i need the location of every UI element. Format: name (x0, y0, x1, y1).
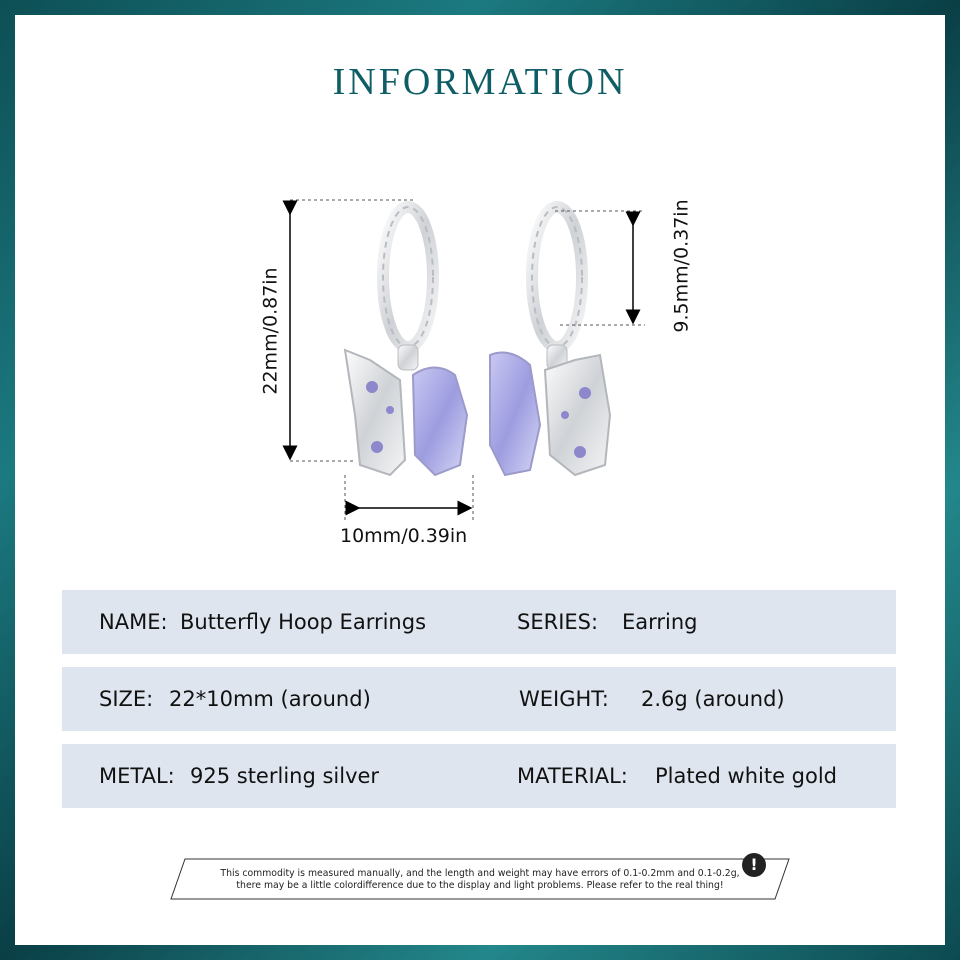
spec-row-metal: METAL: 925 sterling silver MATERIAL: Pla… (62, 744, 896, 808)
disclaimer-frame (170, 858, 790, 900)
height-dimension-label: 22mm/0.87in (259, 267, 282, 395)
width-dimension-label: 10mm/0.39in (340, 525, 468, 547)
hoop-dimension-label: 9.5mm/0.37in (670, 199, 693, 333)
width-dimension (344, 475, 474, 520)
weight-value: 2.6g (around) (641, 687, 785, 711)
page-title: INFORMATION (332, 61, 628, 103)
hoop-dimension (555, 210, 645, 326)
material-label: MATERIAL: (517, 764, 628, 788)
metal-label: METAL: (99, 764, 175, 788)
name-label: NAME: (99, 610, 168, 634)
right-earring (489, 201, 612, 477)
disclaimer-line-1: This commodity is measured manually, and… (220, 868, 740, 879)
size-value: 22*10mm (around) (169, 687, 371, 711)
series-value: Earring (622, 610, 698, 634)
disclaimer-text: This commodity is measured manually, and… (190, 868, 770, 892)
spec-row-name: NAME: Butterfly Hoop Earrings SERIES: Ea… (62, 590, 896, 654)
metal-value: 925 sterling silver (190, 764, 380, 788)
size-label: SIZE: (99, 687, 154, 711)
height-dimension (282, 199, 415, 462)
disclaimer-line-2: there may be a little colordifference du… (236, 880, 724, 891)
weight-label: WEIGHT: (519, 687, 609, 711)
disclaimer-banner: This commodity is measured manually, and… (170, 853, 790, 900)
exclamation-icon: ! (742, 853, 766, 877)
earrings-illustration (282, 199, 645, 520)
spec-row-size: SIZE: 22*10mm (around) WEIGHT: 2.6g (aro… (62, 667, 896, 731)
info-card: INFORMATION (15, 15, 945, 945)
left-earring (343, 201, 469, 477)
material-value: Plated white gold (655, 764, 838, 788)
name-value: Butterfly Hoop Earrings (180, 610, 427, 634)
series-label: SERIES: (517, 610, 599, 634)
